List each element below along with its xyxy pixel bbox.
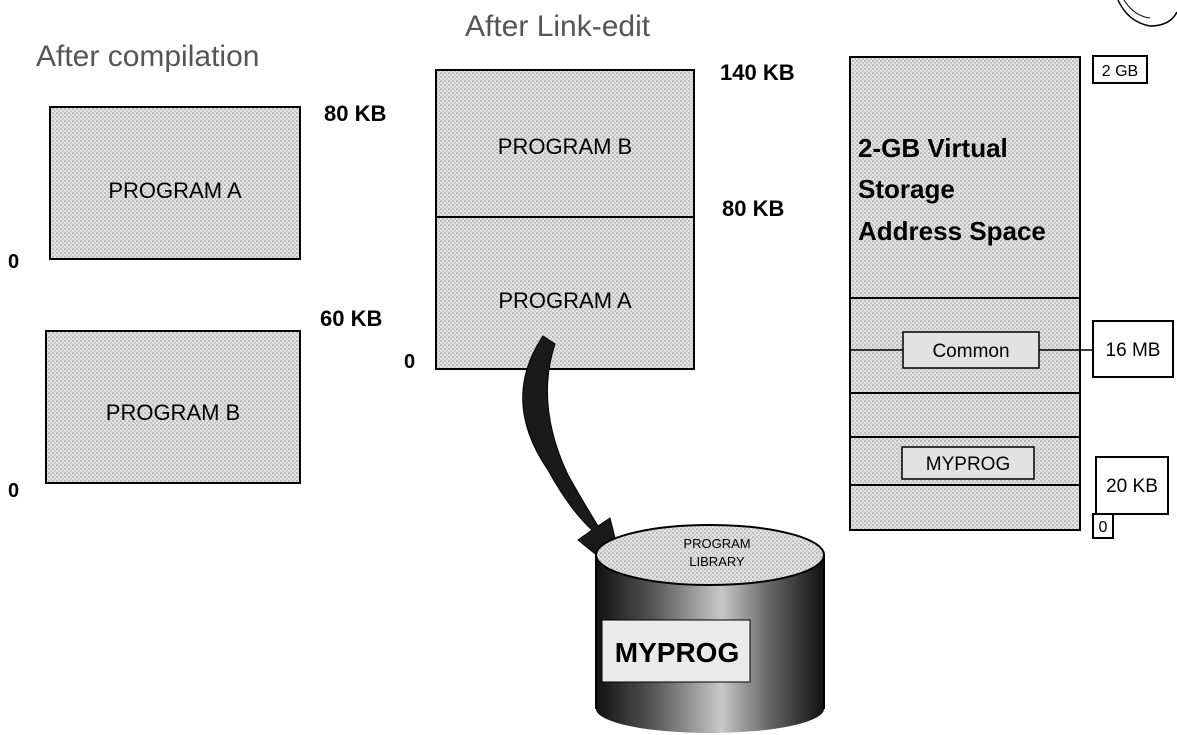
logo-emblem: [1117, 0, 1177, 27]
library-member-myprog: MYPROG: [615, 637, 739, 668]
linked-program-b-label: PROGRAM B: [498, 134, 632, 159]
program-b-top-address: 60 KB: [320, 306, 382, 331]
program-b-bottom-address: 0: [8, 480, 19, 502]
linked-bottom-address: 0: [404, 351, 415, 373]
marker-20kb: 20 KB: [1106, 476, 1158, 497]
linked-program-a-label: PROGRAM A: [498, 288, 632, 313]
program-a-bottom-address: 0: [8, 251, 19, 273]
marker-2gb: 2 GB: [1102, 63, 1138, 80]
program-b-label: PROGRAM B: [106, 400, 240, 425]
address-space-title-line3: Address Space: [858, 216, 1046, 246]
library-title-line2: LIBRARY: [689, 554, 745, 569]
program-b-module: PROGRAM B: [45, 330, 301, 484]
address-space-title-line1: 2-GB Virtual: [858, 133, 1008, 163]
after-linkedit-heading: After Link-edit: [465, 10, 651, 43]
loaded-myprog-label: MYPROG: [926, 454, 1010, 475]
address-space-column: 2-GB Virtual Storage Address Space Commo…: [849, 56, 1093, 531]
program-a-top-address: 80 KB: [324, 101, 386, 126]
common-area-label: Common: [932, 341, 1009, 362]
program-a-label: PROGRAM A: [108, 178, 242, 203]
marker-16mb: 16 MB: [1106, 340, 1161, 361]
program-a-module: PROGRAM A: [49, 106, 301, 260]
after-compilation-heading: After compilation: [36, 40, 259, 73]
library-title-line1: PROGRAM: [683, 536, 750, 551]
linked-load-module: PROGRAM B PROGRAM A: [435, 69, 695, 370]
linked-top-address: 140 KB: [720, 60, 795, 85]
marker-zero: 0: [1099, 519, 1108, 536]
address-space-title-line2: Storage: [858, 174, 955, 204]
linked-middle-address: 80 KB: [722, 196, 784, 221]
program-library-cylinder: PROGRAM LIBRARY MYPROG: [595, 524, 825, 733]
